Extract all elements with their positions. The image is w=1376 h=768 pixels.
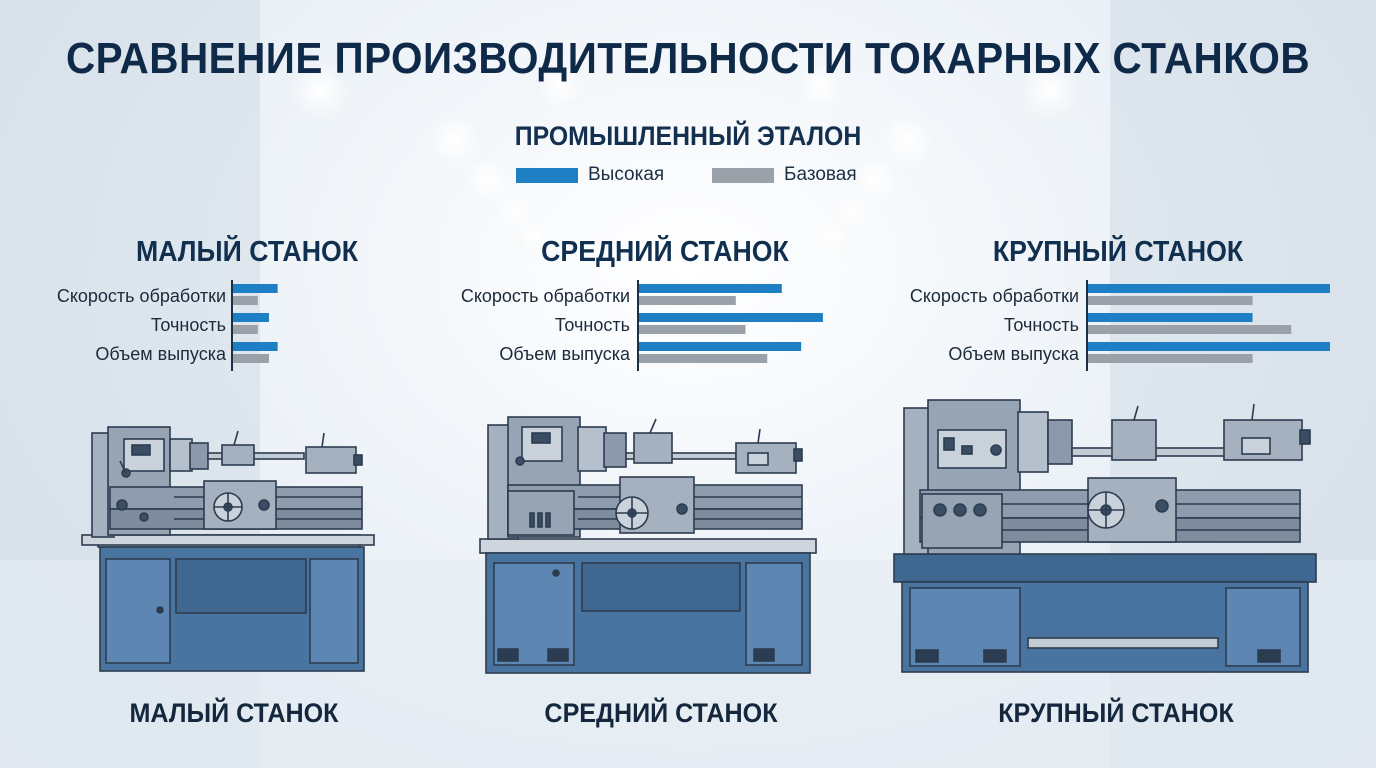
small-bar-speed-high <box>233 284 278 293</box>
medium-metric-label-speed: Скорость обработки <box>460 286 630 306</box>
legend-item-base: Базовая <box>712 162 857 188</box>
page-title: СРАВНЕНИЕ ПРОИЗВОДИТЕЛЬНОСТИ ТОКАРНЫХ СТ… <box>65 34 1311 83</box>
large-metric-label-volume: Объем выпуска <box>948 344 1079 364</box>
machine-name-medium: СРЕДНИЙ СТАНОК <box>544 698 778 728</box>
small-metric-label-accuracy: Точность <box>150 315 226 335</box>
legend-label-high: Высокая <box>588 164 665 185</box>
small-bar-volume-high <box>233 342 278 351</box>
legend-swatch-base <box>712 167 774 183</box>
legend-swatch-high <box>516 167 578 183</box>
small-metric-label-speed: Скорость обработки <box>56 286 226 306</box>
medium-bar-speed-base <box>639 296 736 305</box>
large-bar-accuracy-base <box>1088 325 1292 334</box>
medium-bar-accuracy-base <box>639 325 746 334</box>
machine-name-small: МАЛЫЙ СТАНОК <box>129 698 339 728</box>
large-lathe-illustration <box>893 399 1317 673</box>
small-bar-volume-base <box>233 354 269 363</box>
medium-bar-volume-base <box>639 354 768 363</box>
panel-title-large: КРУПНЫЙ СТАНОК <box>992 236 1244 268</box>
large-bar-speed-base <box>1088 296 1253 305</box>
medium-metric-label-accuracy: Точность <box>554 315 630 335</box>
large-bar-volume-base <box>1088 354 1253 363</box>
small-bar-accuracy-high <box>233 313 269 322</box>
medium-metric-label-volume: Объем выпуска <box>499 344 630 364</box>
small-metric-label-volume: Объем выпуска <box>95 344 226 364</box>
legend-item-high: Высокая <box>516 162 664 188</box>
large-bar-volume-high <box>1088 342 1330 351</box>
machine-name-large: КРУПНЫЙ СТАНОК <box>998 698 1234 728</box>
large-metric-label-accuracy: Точность <box>1003 315 1079 335</box>
large-bar-speed-high <box>1088 284 1330 293</box>
small-bar-accuracy-base <box>233 325 258 334</box>
large-bar-accuracy-high <box>1088 313 1253 322</box>
legend-label-base: Базовая <box>784 164 857 185</box>
large-metric-label-speed: Скорость обработки <box>909 286 1079 306</box>
medium-bar-volume-high <box>639 342 802 351</box>
small-lathe-illustration <box>81 426 375 672</box>
panel-title-medium: СРЕДНИЙ СТАНОК <box>541 236 789 268</box>
medium-lathe-illustration <box>479 416 817 674</box>
medium-bar-accuracy-high <box>639 313 823 322</box>
medium-bar-speed-high <box>639 284 782 293</box>
panel-title-small: МАЛЫЙ СТАНОК <box>135 236 359 268</box>
legend-title: ПРОМЫШЛЕННЫЙ ЭТАЛОН <box>514 121 862 151</box>
small-bar-speed-base <box>233 296 258 305</box>
